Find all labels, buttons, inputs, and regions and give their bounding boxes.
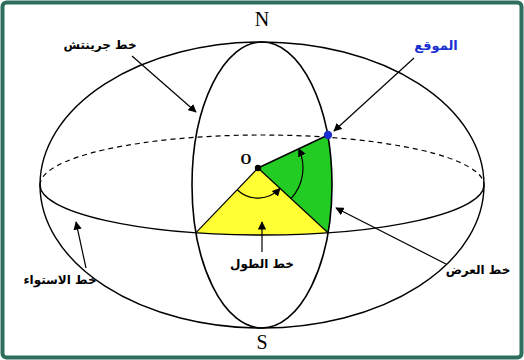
leader-line: [261, 222, 262, 252]
longitude-label: خط الطول: [230, 258, 294, 272]
leader-line: [336, 208, 446, 264]
radius-line: [258, 135, 328, 168]
leader-line: [334, 58, 414, 131]
leader-line: [132, 56, 196, 112]
equator-back: [40, 135, 484, 185]
angle-arc: [237, 188, 280, 198]
latitude-label: خط العرض: [446, 264, 511, 278]
angle-arc: [291, 149, 303, 199]
leader-line: [76, 222, 86, 268]
latitude-sector: [258, 135, 332, 233]
radius-line: [258, 168, 328, 233]
radius-line: [196, 168, 258, 233]
frame: [3, 3, 522, 358]
centre-point: [255, 165, 261, 171]
location-point: [324, 131, 332, 139]
centre-label: O: [241, 152, 252, 168]
globe-outline: [40, 42, 484, 328]
location-label: الموقع: [414, 39, 458, 54]
meridian-ellipse: [192, 42, 332, 328]
pole-label: N: [255, 8, 269, 31]
meridian-label: خط جرينتش: [63, 39, 136, 53]
equator-label: خط الاستواء: [23, 274, 96, 288]
pole-label: S: [256, 331, 267, 354]
